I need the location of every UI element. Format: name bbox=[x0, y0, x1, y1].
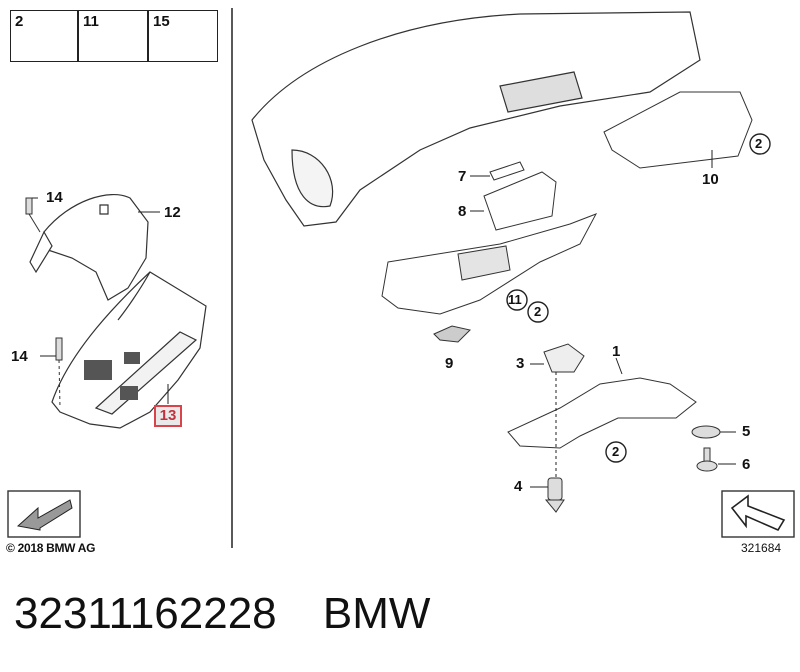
legend-item-2: 2 bbox=[10, 10, 78, 62]
callout-4: 4 bbox=[514, 478, 523, 495]
callout-14-lower: 14 bbox=[11, 348, 28, 365]
callout-10: 10 bbox=[702, 171, 719, 188]
screw-icon bbox=[55, 337, 63, 409]
leader-lines-left bbox=[32, 197, 169, 404]
callout-12: 12 bbox=[164, 204, 181, 221]
trim-clip-part bbox=[489, 161, 525, 181]
center-trim-panel bbox=[483, 171, 557, 231]
legend-number: 11 bbox=[83, 13, 99, 30]
leader-lines-right bbox=[470, 150, 736, 488]
legend-number: 15 bbox=[153, 13, 170, 30]
legend-number: 2 bbox=[15, 13, 24, 30]
brand-name: BMW bbox=[322, 589, 431, 638]
cover-panel-10 bbox=[603, 91, 753, 169]
callout-2-circled: 2 bbox=[534, 304, 542, 319]
floor-cover-1 bbox=[507, 377, 697, 449]
legend-item-15: 15 bbox=[148, 10, 218, 62]
view-arrow-icon bbox=[7, 490, 81, 538]
push-clip-4 bbox=[544, 477, 565, 513]
callout-1: 1 bbox=[612, 343, 621, 360]
circle-callout-markers bbox=[506, 133, 771, 463]
copyright-text: © 2018 BMW AG bbox=[6, 541, 96, 555]
diagram-id: 321684 bbox=[741, 541, 782, 555]
callout-14-upper: 14 bbox=[46, 189, 63, 206]
callout-3: 3 bbox=[516, 355, 525, 372]
callout-6: 6 bbox=[742, 456, 751, 473]
vent-grille bbox=[84, 352, 140, 400]
dashboard bbox=[251, 11, 701, 227]
callout-2-circled: 2 bbox=[612, 444, 620, 459]
callout-8: 8 bbox=[458, 203, 467, 220]
callout-9: 9 bbox=[445, 355, 454, 372]
steering-column-trim-lower bbox=[51, 271, 207, 429]
bracket-3 bbox=[543, 343, 585, 373]
callout-11-circled: 11 bbox=[508, 292, 522, 307]
part-number-line: 32311162228 BMW bbox=[14, 588, 430, 640]
clip-9 bbox=[433, 325, 471, 343]
callout-5: 5 bbox=[742, 423, 751, 440]
callout-7: 7 bbox=[458, 168, 467, 185]
callout-2-circled: 2 bbox=[755, 136, 763, 151]
callout-13-highlighted: 13 bbox=[154, 405, 182, 427]
steering-column-trim-upper bbox=[29, 194, 149, 301]
legend-item-11: 11 bbox=[78, 10, 148, 62]
view-arrow-icon bbox=[721, 490, 795, 538]
screw-icon bbox=[25, 197, 41, 233]
lower-dash-panel bbox=[381, 213, 598, 315]
screw-6 bbox=[696, 447, 718, 472]
part-number: 32311162228 bbox=[14, 589, 277, 638]
washer-5 bbox=[691, 425, 721, 439]
